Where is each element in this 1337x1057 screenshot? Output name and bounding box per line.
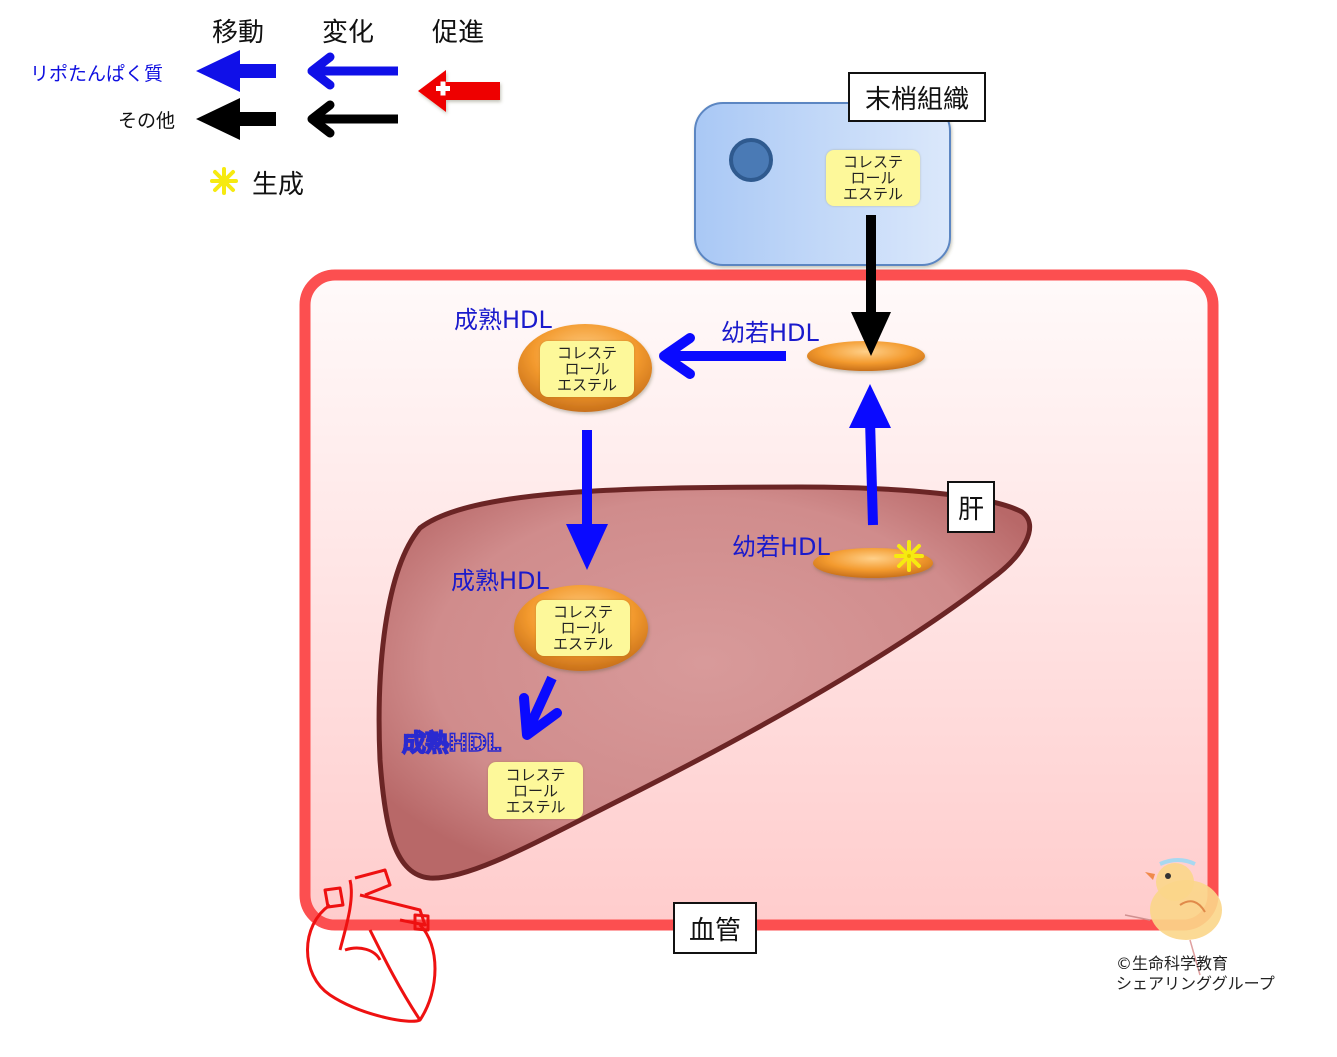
cholesterol-ester-released: コレステ ロール エステル: [488, 762, 583, 819]
blood-vessel-label: 血管: [673, 902, 757, 954]
mature-hdl-vessel-label: 成熟HDL: [454, 306, 552, 334]
copyright-notice: ©生命科学教育 シェアリンググループ: [1116, 954, 1275, 994]
mature-hdl-liver-label: 成熟HDL: [451, 567, 549, 595]
peripheral-tissue-label: 末梢組織: [848, 72, 986, 122]
cell-nucleus: [729, 138, 773, 182]
ce-line3: エステル: [505, 797, 566, 816]
ce-line1: コレステ: [552, 603, 613, 621]
legend-header-promote: 促進: [432, 18, 485, 48]
copyright-line2: シェアリンググループ: [1116, 974, 1275, 993]
ce-transfer-arrow: [851, 215, 891, 356]
chick-mascot-icon: [1124, 858, 1222, 976]
ce-line3: エステル: [842, 185, 903, 203]
dissolve-arrow: [519, 675, 562, 740]
cholesterol-ester-mature-liver: コレステ ロール エステル: [536, 600, 630, 656]
legend-header-move: 移動: [212, 18, 265, 48]
legend-header-change: 変化: [322, 18, 375, 48]
liver-label: 肝: [947, 481, 995, 533]
legend-move-arrow-black: [196, 98, 276, 140]
legend-arrows: [196, 50, 500, 195]
mature-uptake-arrow: [566, 430, 608, 570]
ce-line2: ロール: [850, 169, 896, 187]
legend-change-arrow-blue: [307, 52, 335, 90]
ce-line2: ロール: [564, 360, 610, 378]
ce-line1: コレステ: [556, 344, 617, 362]
dissolved-hdl-label: 成熟HDL: [401, 723, 502, 758]
liver-to-vessel-arrow: [849, 384, 891, 526]
young-hdl-vessel: [807, 341, 925, 371]
ce-line1: コレステ: [505, 765, 566, 784]
cholesterol-ester-tissue: コレステ ロール エステル: [826, 150, 920, 206]
legend-change-arrow-black: [307, 100, 335, 138]
cholesterol-ester-mature-vessel: コレステ ロール エステル: [540, 341, 634, 397]
ce-line3: エステル: [556, 376, 617, 394]
young-hdl-vessel-label: 幼若HDL: [721, 319, 819, 347]
legend-generation-label: 生成: [252, 170, 305, 200]
legend-row-lipoprotein: リポたんぱく質: [30, 63, 164, 85]
legend-row-other: その他: [118, 110, 176, 132]
young-to-mature-arrow: [659, 333, 786, 379]
ce-line1: コレステ: [842, 153, 903, 171]
legend-move-arrow-blue: [196, 50, 276, 92]
ce-line2: ロール: [512, 781, 558, 800]
generation-icon: [894, 540, 924, 572]
legend-generation-icon: [210, 167, 238, 195]
legend-promote-arrow: [418, 70, 500, 112]
heart-icon: [306, 868, 437, 1023]
ce-line2: ロール: [560, 619, 606, 637]
ce-line3: エステル: [552, 635, 613, 653]
copyright-line1: ©生命科学教育: [1116, 954, 1229, 973]
young-hdl-liver-label: 幼若HDL: [732, 533, 830, 561]
